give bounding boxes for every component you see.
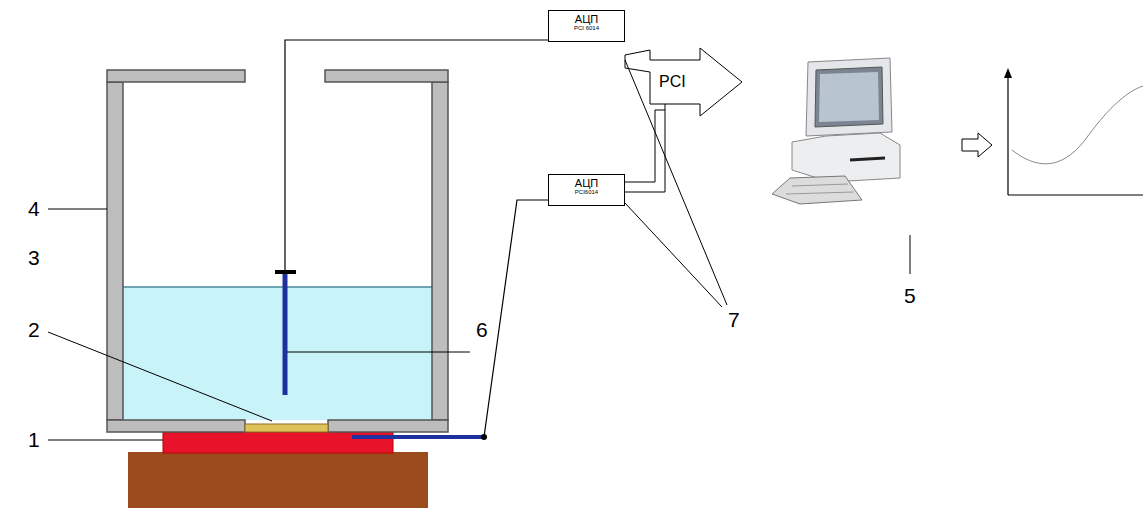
callout-number: 1 [28, 428, 40, 452]
output-arrow [962, 133, 992, 157]
device-name: АЦП [553, 177, 620, 189]
callout-number: 7 [728, 308, 740, 332]
heater-thermocouple [352, 435, 484, 439]
thermocouple-probe [283, 274, 288, 395]
callout-number: 6 [476, 318, 488, 342]
device-model: PCI 6014 [553, 25, 620, 32]
bus-label: PCI [659, 73, 686, 91]
callout-number: 2 [28, 318, 40, 342]
device-model: PCI6014 [553, 189, 620, 196]
computer-icon [772, 58, 900, 204]
liquid [123, 287, 432, 420]
callout-number: 5 [904, 284, 916, 308]
base-block [128, 452, 428, 508]
callout-number: 4 [28, 197, 40, 221]
result-graph [1004, 68, 1143, 195]
callout-number: 3 [28, 246, 40, 270]
sample-plate [245, 424, 328, 432]
leader-lines [48, 60, 910, 440]
signal-wire [285, 40, 548, 272]
adc-box: АЦПPCI6014 [548, 174, 625, 206]
bus-arrow [625, 48, 742, 116]
device-name: АЦП [553, 13, 620, 25]
signal-wire [484, 200, 548, 437]
vessel-walls [107, 70, 448, 432]
adc-box: АЦПPCI 6014 [548, 10, 625, 42]
